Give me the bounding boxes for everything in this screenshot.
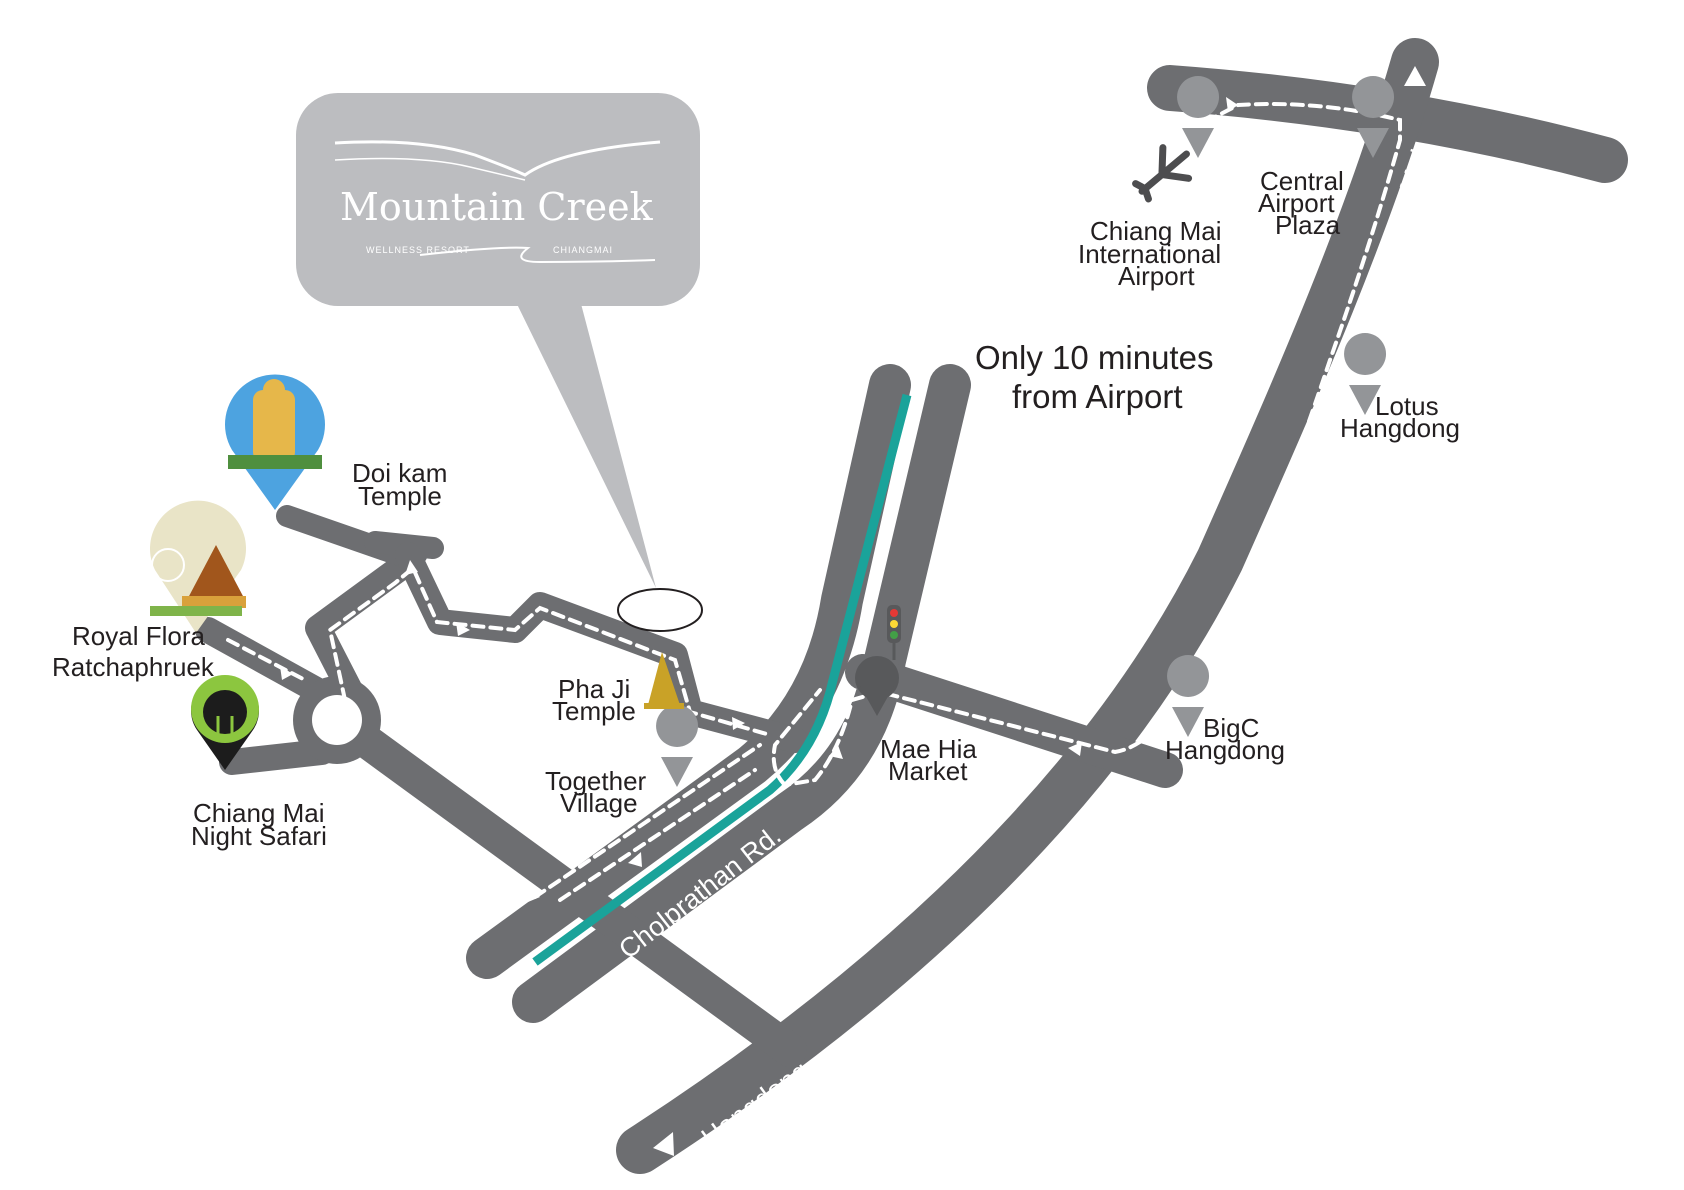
map-pin-together-village	[656, 705, 699, 787]
label-mae-hia-1: Mae Hia	[880, 734, 977, 764]
map-pin-mae-hia	[855, 656, 899, 716]
buddha-statue-icon	[253, 390, 295, 462]
traffic-light-icon	[887, 605, 901, 660]
road-cholprathan-a	[466, 364, 911, 979]
logo-swoosh-icon	[419, 246, 656, 264]
label-pha-ji-2: Temple	[552, 696, 636, 726]
label-night-safari-1: Chiang Mai	[193, 798, 325, 828]
logo-sub-right: CHIANGMAI	[553, 245, 613, 255]
ferris-wheel-icon	[151, 548, 185, 582]
logo-name: Mountain Creek	[340, 185, 654, 229]
road-night-safari	[219, 739, 335, 775]
road-hangdong-main	[616, 38, 1439, 1174]
stupa-icon	[644, 652, 684, 709]
map-pin-bigc	[1167, 655, 1210, 737]
label-doi-kam-2: Temple	[358, 481, 442, 511]
arrow-icon	[405, 560, 418, 575]
arrow-icon	[1404, 66, 1426, 86]
label-lotus-2: Hangdong	[1340, 413, 1460, 443]
label-central-3: Plaza	[1275, 210, 1341, 240]
cholprathan-canal	[532, 393, 912, 966]
arrow-icon	[280, 666, 293, 680]
road-roundabout-south	[348, 723, 807, 1067]
label-airport-3: Airport	[1118, 261, 1195, 291]
creek-line-icon	[334, 157, 526, 181]
label-mae-hia-2: Market	[888, 756, 968, 786]
logo-sub-left: WELLNESS RESORT	[366, 245, 470, 255]
arrow-icon	[1218, 615, 1230, 630]
route-arrows	[280, 97, 1340, 902]
label-airport-1: Chiang Mai	[1090, 216, 1222, 246]
map-pin-central-plaza	[1352, 76, 1395, 158]
map-pin-lotus	[1344, 333, 1387, 415]
arrow-icon	[1326, 388, 1340, 402]
arrow-icon	[526, 887, 540, 902]
headline-line-2: from Airport	[1012, 378, 1183, 415]
resort-location-marker	[617, 588, 703, 632]
elephant-logo-icon	[203, 690, 247, 734]
airplane-icon	[1132, 144, 1193, 203]
roundabout-icon	[293, 676, 381, 764]
label-bigc-2: Hangdong	[1165, 735, 1285, 765]
arrow-icon	[732, 717, 745, 730]
map-pin-icon	[656, 76, 1395, 787]
label-together-1: Together	[545, 766, 647, 796]
photo-pin-doi-kam	[225, 374, 325, 510]
bubble-body	[296, 93, 700, 306]
arrow-icon	[456, 622, 470, 636]
thai-temple-icon	[188, 545, 244, 598]
label-pha-ji-1: Pha Ji	[558, 674, 630, 704]
arrow-icon	[1068, 742, 1082, 756]
label-together-2: Village	[560, 788, 638, 818]
label-lotus-1: Lotus	[1375, 391, 1439, 421]
arrow-icon	[628, 852, 642, 867]
map-pin-airport	[1177, 76, 1220, 158]
arrow-icon	[653, 1132, 674, 1156]
label-central-2: Airport	[1258, 188, 1335, 218]
label-bigc-1: BigC	[1203, 713, 1259, 743]
label-royal-flora-1: Royal Flora	[72, 621, 205, 651]
mountain-line-icon	[334, 140, 661, 177]
label-night-safari-2: Night Safari	[191, 821, 327, 851]
label-doi-kam-1: Doi kam	[352, 458, 447, 488]
bubble-pointer	[515, 300, 656, 588]
photo-pin-night-safari	[190, 675, 259, 770]
label-royal-flora-2: Ratchaphruek	[52, 652, 215, 682]
label-airport-2: International	[1078, 239, 1221, 269]
resort-logo-bubble: Mountain Creek WELLNESS RESORT CHIANGMAI	[296, 93, 700, 588]
photo-pin-royal-flora	[150, 500, 247, 633]
label-central-1: Central	[1260, 166, 1344, 196]
headline-line-1: Only 10 minutes	[975, 339, 1213, 376]
arrow-icon	[1226, 97, 1238, 112]
arrow-icon	[829, 745, 843, 759]
